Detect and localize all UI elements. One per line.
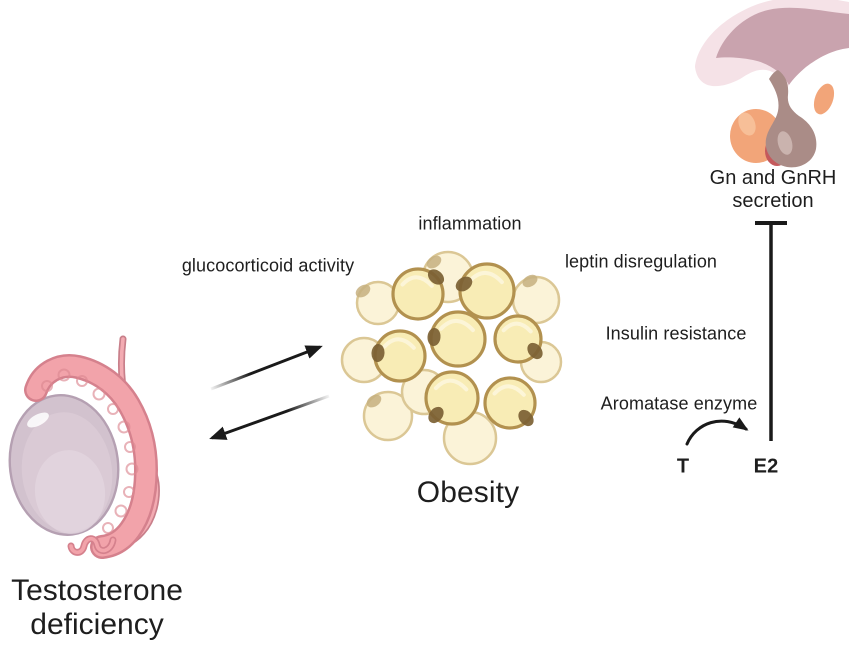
testicle-body	[8, 394, 120, 536]
arrow-obesity-to-testis	[209, 394, 330, 440]
label-testosterone-line1: Testosterone	[11, 574, 183, 607]
label-insulin-resistance: Insulin resistance	[605, 323, 747, 344]
epididymis-texture	[41, 368, 139, 534]
label-gn-gnrh-line2: secretion	[732, 190, 814, 212]
label-leptin-disregulation: leptin disregulation	[564, 251, 718, 272]
inhibition-line	[755, 221, 787, 441]
arrow-testis-to-obesity	[210, 345, 323, 391]
hypothalamus-inner	[716, 7, 849, 86]
label-testosterone-t: T	[676, 455, 690, 478]
adipose-tissue-illustration	[340, 250, 563, 466]
fat-cell-pale-nuclei	[355, 255, 538, 408]
epididymis	[24, 354, 159, 559]
label-testosterone-deficiency: Testosterone deficiency	[11, 574, 183, 642]
label-gn-gnrh-line1: Gn and GnRH	[709, 167, 837, 189]
testis-illustration	[8, 335, 160, 559]
anterior-lobe-shine	[738, 112, 756, 136]
label-obesity: Obesity	[416, 476, 520, 509]
bidirectional-arrows	[209, 345, 330, 440]
label-inflammation: inflammation	[418, 213, 522, 234]
label-aromatase-enzyme: Aromatase enzyme	[600, 393, 758, 414]
label-gn-gnrh-secretion: Gn and GnRH secretion	[710, 167, 837, 213]
fat-cell-nuclei	[371, 269, 543, 427]
posterior-lobe-shine	[777, 131, 793, 155]
label-estradiol-e2: E2	[753, 455, 779, 478]
label-testosterone-line2: deficiency	[30, 608, 164, 641]
pituitary-gland-illustration	[695, 0, 849, 168]
fat-cell-highlights	[382, 270, 533, 397]
label-glucocorticoid-activity: glucocorticoid activity	[181, 255, 355, 276]
pituitary-anterior-sliver	[813, 83, 835, 115]
aromatase-conversion-arrow	[685, 417, 749, 446]
testicle-shine	[27, 412, 49, 428]
